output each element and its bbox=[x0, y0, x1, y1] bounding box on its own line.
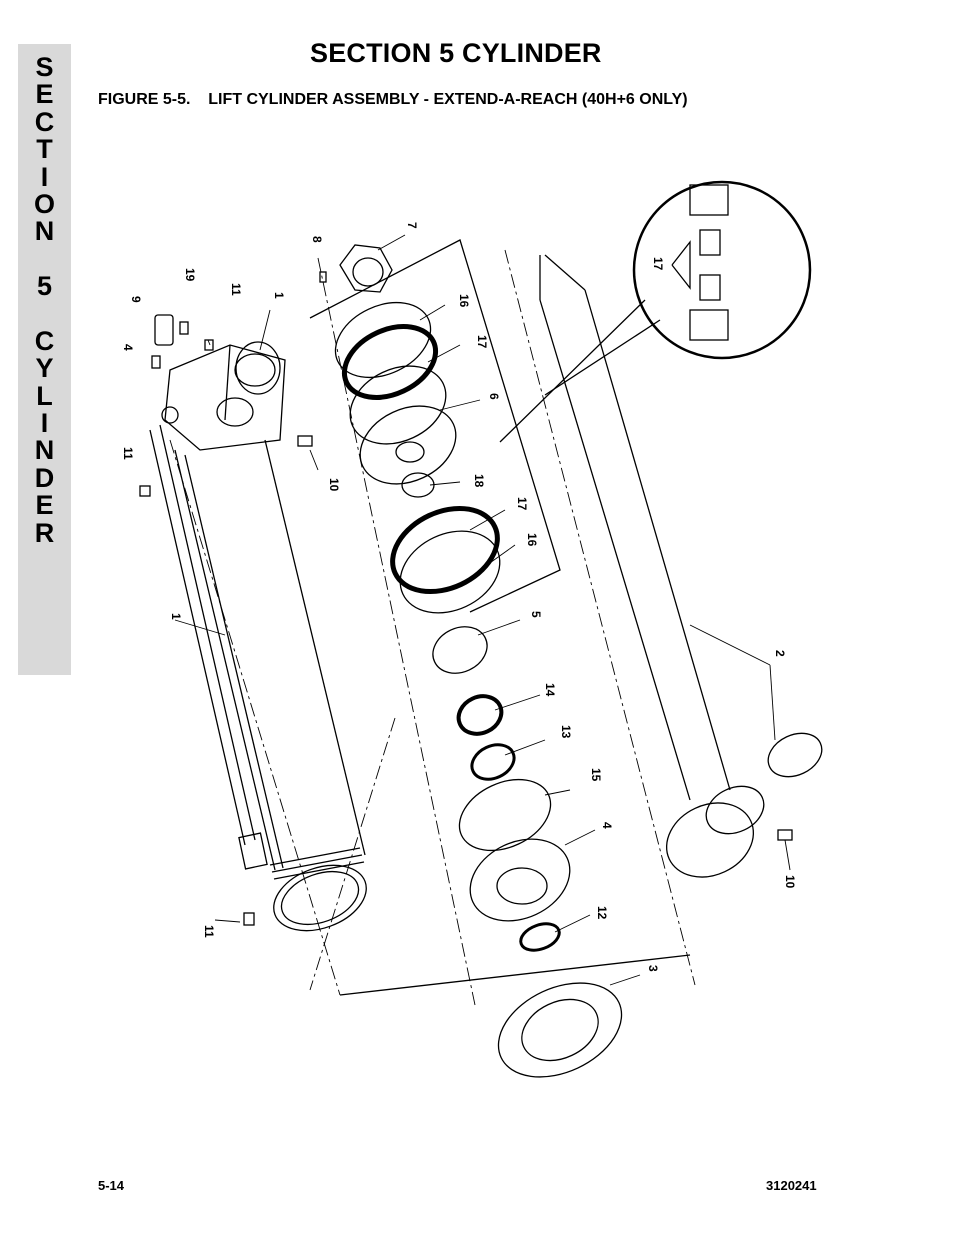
callout: 16 bbox=[457, 294, 471, 308]
fittings bbox=[139, 271, 793, 926]
side-tab-letter: D bbox=[34, 462, 55, 493]
side-tab-letter: E bbox=[35, 79, 54, 110]
callout: 9 bbox=[129, 296, 143, 303]
side-tab-letter: O bbox=[33, 188, 55, 219]
side-tab-letter: T bbox=[36, 134, 53, 165]
plane-outline bbox=[309, 239, 561, 613]
callout: 11 bbox=[121, 447, 135, 460]
callout: 8 bbox=[310, 236, 324, 243]
callout: 15 bbox=[589, 768, 603, 782]
side-tab-letter: L bbox=[36, 380, 53, 411]
side-tab-letter: I bbox=[40, 408, 49, 439]
plane-bottom-line bbox=[339, 954, 691, 996]
side-tab-letter: I bbox=[40, 161, 49, 192]
bushings bbox=[432, 626, 623, 1078]
callout: 17 bbox=[475, 335, 489, 349]
callout: 5 bbox=[529, 611, 543, 618]
callout: 4 bbox=[600, 822, 614, 829]
callout: 14 bbox=[543, 683, 557, 697]
callout: 19 bbox=[183, 268, 197, 282]
cylinder-rod bbox=[539, 254, 823, 878]
callout: 4 bbox=[121, 344, 135, 351]
side-tab-letters: S E C T I O N 5 C Y L I N D E R bbox=[18, 52, 71, 548]
callout: 17 bbox=[651, 257, 665, 271]
callout: 11 bbox=[229, 283, 243, 296]
section-title: SECTION 5 CYLINDER bbox=[310, 38, 602, 68]
callout: 18 bbox=[472, 474, 486, 488]
side-tab-letter: E bbox=[35, 490, 54, 521]
callout: 17 bbox=[515, 497, 529, 511]
cylinder-barrel bbox=[149, 424, 367, 932]
callout: 3 bbox=[646, 965, 660, 972]
callout: 1 bbox=[169, 613, 183, 620]
figure-title: FIGURE 5-5. LIFT CYLINDER ASSEMBLY - EXT… bbox=[98, 91, 688, 108]
callout: 10 bbox=[783, 875, 797, 889]
side-tab-letter: N bbox=[34, 435, 55, 466]
detail-circle bbox=[499, 180, 812, 443]
side-tab-letter: C bbox=[34, 325, 55, 356]
side-tab-letter: S bbox=[35, 52, 54, 82]
callout: 12 bbox=[595, 906, 609, 920]
leader-lines bbox=[174, 234, 791, 986]
side-tab-letter: R bbox=[34, 517, 55, 548]
piston-assembly bbox=[334, 301, 501, 614]
cylinder-base-block bbox=[161, 341, 286, 451]
callout-labels: 9 19 11 1 4 8 7 16 17 6 11 10 18 17 16 1… bbox=[121, 222, 797, 972]
callout: 11 bbox=[202, 925, 216, 938]
callout: 16 bbox=[525, 533, 539, 547]
side-tab-letter: N bbox=[34, 216, 55, 247]
callout: 7 bbox=[405, 222, 419, 229]
callout: 6 bbox=[487, 393, 501, 400]
side-tab-letter: 5 bbox=[36, 271, 53, 302]
callout: 2 bbox=[773, 650, 787, 657]
side-tab-letter: Y bbox=[35, 353, 54, 384]
page-number: 5-14 bbox=[98, 1178, 125, 1193]
document-number: 3120241 bbox=[766, 1178, 817, 1193]
callout: 13 bbox=[559, 725, 573, 739]
callout: 10 bbox=[327, 478, 341, 492]
callout: 1 bbox=[272, 292, 286, 299]
side-tab-letter: C bbox=[34, 106, 55, 137]
nut bbox=[339, 244, 393, 293]
section-side-tab: S E C T I O N 5 C Y L I N D E R bbox=[18, 44, 71, 675]
